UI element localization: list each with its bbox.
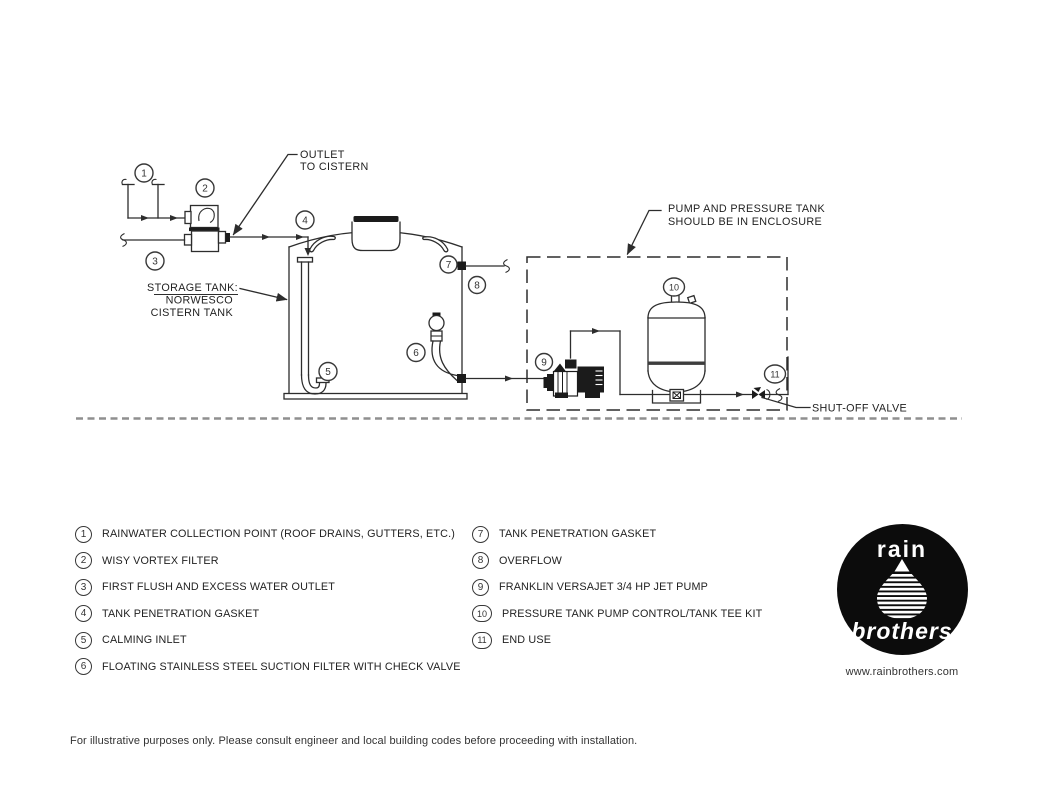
legend-bubble-5: 5 — [75, 631, 92, 649]
storage-tank — [283, 216, 468, 400]
first-flush-outlet — [120, 233, 186, 248]
logo-text-rain: rain — [876, 536, 928, 562]
jet-pump — [543, 359, 604, 398]
legend-label-7: TANK PENETRATION GASKET — [499, 528, 657, 541]
legend-bubble-7: 7 — [472, 525, 489, 543]
svg-text:7: 7 — [446, 260, 452, 271]
rain-brothers-logo: rain — [822, 524, 982, 678]
svg-text:4: 4 — [302, 216, 308, 227]
legend-bubble-8: 8 — [472, 552, 489, 570]
legend-item-6: 6 FLOATING STAINLESS STEEL SUCTION FILTER… — [75, 654, 461, 681]
callout-1: 1 — [134, 163, 154, 183]
legend-item-10: 10 PRESSURE TANK PUMP CONTROL/TANK TEE KI… — [472, 601, 762, 628]
wisy-vortex-filter — [183, 204, 230, 253]
legend-bubble-2: 2 — [75, 552, 92, 570]
logo-text-brothers: brothers — [851, 618, 953, 644]
legend-item-5: 5 CALMING INLET — [75, 627, 461, 654]
callout-4: 4 — [295, 210, 315, 230]
legend-bubble-1: 1 — [75, 525, 92, 543]
legend-item-11: 11 END USE — [472, 627, 762, 654]
legend-item-1: 1 RAINWATER COLLECTION POINT (ROOF DRAINS… — [75, 521, 461, 548]
legend-bubble-9: 9 — [472, 578, 489, 596]
callout-6: 6 — [406, 342, 426, 363]
legend-label-11: END USE — [502, 634, 552, 647]
storage-label-line2: NORWESCO — [166, 295, 233, 307]
legend-item-2: 2 WISY VORTEX FILTER — [75, 548, 461, 575]
legend-item-7: 7 TANK PENETRATION GASKET — [472, 521, 762, 548]
legend-bubble-10: 10 — [472, 605, 492, 623]
legend-label-6: FLOATING STAINLESS STEEL SUCTION FILTER … — [102, 660, 461, 673]
legend-label-5: CALMING INLET — [102, 634, 187, 647]
svg-text:2: 2 — [202, 184, 208, 195]
shutoff-valve — [752, 387, 771, 401]
overflow-pipe — [457, 259, 510, 274]
enclosure-box — [526, 256, 788, 411]
raindrop-icon — [877, 559, 927, 619]
svg-text:8: 8 — [474, 281, 480, 292]
legend-bubble-6: 6 — [75, 658, 92, 676]
legend-label-1: RAINWATER COLLECTION POINT (ROOF DRAINS,… — [102, 528, 455, 541]
svg-text:10: 10 — [669, 283, 679, 293]
shutoff-label: SHUT-OFF VALVE — [812, 403, 907, 415]
legend-label-2: WISY VORTEX FILTER — [102, 554, 219, 567]
suction-line — [465, 375, 547, 382]
legend-item-8: 8 OVERFLOW — [472, 548, 762, 575]
callout-2: 2 — [195, 178, 215, 198]
legend-bubble-11: 11 — [472, 631, 492, 649]
legend-item-9: 9 FRANKLIN VERSAJET 3/4 HP JET PUMP — [472, 574, 762, 601]
callout-9: 9 — [534, 352, 554, 372]
svg-text:6: 6 — [413, 348, 419, 359]
callout-8: 8 — [467, 275, 487, 295]
logo-circle: rain — [836, 524, 968, 655]
outlet-to-cistern-label: OUTLET TO CISTERN — [232, 149, 369, 236]
logo-website: www.rainbrothers.com — [845, 666, 959, 678]
callout-11: 11 — [763, 364, 787, 384]
enclosure-label-line1: PUMP AND PRESSURE TANK — [668, 203, 826, 215]
pressure-tank — [647, 294, 706, 404]
legend-item-4: 4 TANK PENETRATION GASKET — [75, 601, 461, 628]
enclosure-label-line2: SHOULD BE IN ENCLOSURE — [668, 216, 822, 228]
floating-suction-filter — [428, 312, 466, 383]
callout-7: 7 — [439, 255, 458, 274]
svg-text:5: 5 — [325, 367, 331, 378]
enclosure-label: PUMP AND PRESSURE TANK SHOULD BE IN ENCL… — [626, 203, 826, 255]
shutoff-valve-label: SHUT-OFF VALVE — [761, 396, 907, 415]
outlet-label-line2: TO CISTERN — [300, 161, 369, 173]
legend-label-8: OVERFLOW — [499, 554, 562, 567]
svg-text:9: 9 — [541, 358, 547, 369]
callout-5: 5 — [318, 361, 338, 382]
legend-label-9: FRANKLIN VERSAJET 3/4 HP JET PUMP — [499, 581, 708, 594]
legend-label-3: FIRST FLUSH AND EXCESS WATER OUTLET — [102, 581, 336, 594]
legend-left-column: 1 RAINWATER COLLECTION POINT (ROOF DRAINS… — [75, 521, 461, 680]
storage-label-line3: CISTERN TANK — [151, 307, 234, 319]
svg-text:11: 11 — [770, 370, 779, 380]
disclaimer-text: For illustrative purposes only. Please c… — [70, 735, 638, 747]
legend-label-4: TANK PENETRATION GASKET — [102, 607, 260, 620]
storage-label-line1: STORAGE TANK: — [147, 282, 238, 294]
discharge-piping — [569, 328, 789, 403]
outlet-label-line1: OUTLET — [300, 149, 345, 161]
legend-label-10: PRESSURE TANK PUMP CONTROL/TANK TEE KIT — [502, 607, 763, 620]
callout-3: 3 — [145, 251, 165, 271]
svg-text:1: 1 — [141, 169, 147, 180]
legend-bubble-3: 3 — [75, 578, 92, 596]
svg-text:3: 3 — [152, 257, 158, 268]
inlet-pipe — [229, 234, 312, 256]
callout-10: 10 — [662, 277, 686, 297]
storage-tank-label: STORAGE TANK: NORWESCO CISTERN TANK — [147, 282, 288, 319]
legend-bubble-4: 4 — [75, 605, 92, 623]
rainwater-collection-point — [121, 178, 186, 221]
legend-item-3: 3 FIRST FLUSH AND EXCESS WATER OUTLET — [75, 574, 461, 601]
legend-right-column: 7 TANK PENETRATION GASKET 8 OVERFLOW 9 FRAN… — [472, 521, 762, 654]
